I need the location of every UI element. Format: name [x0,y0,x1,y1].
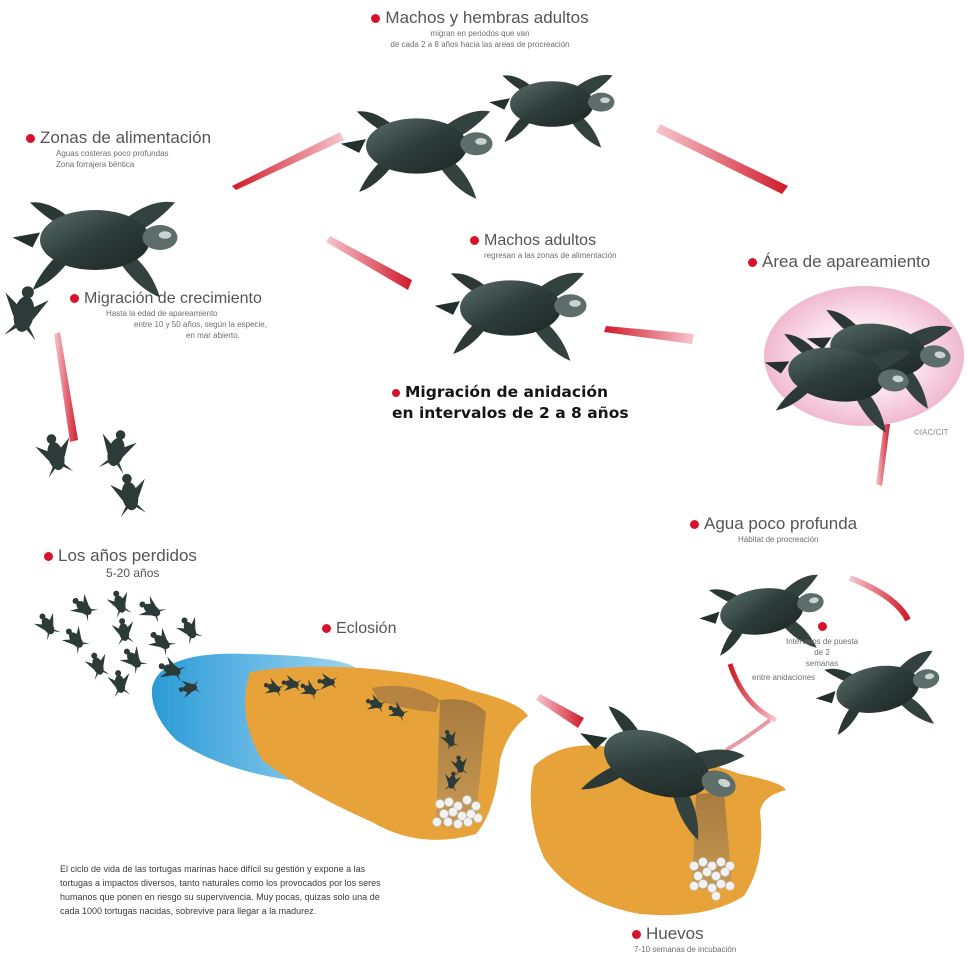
bullet-dot-icon [371,14,380,23]
feeding-desc: Aguas costeras poco profundas [26,148,246,159]
bullet-dot-icon [392,389,400,397]
laying-interval-label: Intervalos de puesta de 2 semanas [782,618,862,669]
mating-area-label: Área de apareamiento [748,252,968,272]
shallow-title: Agua poco profunda [704,514,857,533]
nesting-migration-label: Migración de anidación en intervalos de … [392,382,692,424]
growth-desc-3: en mar abierto. [70,330,330,341]
male-adults-label: Machos adultos regresan a las zonas de a… [470,232,700,261]
bullet-dot-icon [748,258,757,267]
adults-title: Machos y hembras adultos [385,8,588,27]
bullet-dot-icon [470,236,479,245]
bullet-dot-icon [70,294,79,303]
mating-title: Área de apareamiento [762,252,930,271]
laying-interval-line3: semanas [782,658,862,669]
eggs-title: Huevos [646,924,704,943]
growth-desc-2: entre 10 y 50 años, según la especie, [70,319,330,330]
growth-desc: Hasta la edad de apareamiento [70,308,330,319]
adults-desc-2: de cada 2 a 8 años hacia las areas de pr… [330,39,630,50]
image-credit: ©IAC/CIT [914,428,948,437]
description-line-1: El ciclo de vida de las tortugas marinas… [60,862,500,876]
hatching-label: Eclosión [322,620,472,638]
lost-years-label: Los años perdidos 5-20 años [44,546,264,580]
nesting-migration-line1: Migración de anidación [405,383,608,401]
shallow-water-label: Agua poco profunda Hábitat de procreació… [690,514,950,545]
bullet-dot-icon [818,622,827,631]
description-line-2: tortugas a impactos diversos, tanto natu… [60,876,500,890]
shallow-desc: Hábitat de procreación [690,534,950,545]
description-paragraph: El ciclo de vida de las tortugas marinas… [60,862,500,918]
eggs-label: Huevos 7-10 semanas de incubación [632,924,792,955]
feeding-desc-2: Zona forrajera béntica [26,159,246,170]
feeding-zones-label: Zonas de alimentación Aguas costeras poc… [26,128,246,170]
bullet-dot-icon [44,552,53,561]
nesting-migration-line2: en intervalos de 2 a 8 años [392,403,692,424]
male-adults-desc: regresan a las zonas de alimentación [470,250,700,261]
laying-interval-line4: entre anidaciones [752,672,815,683]
adults-desc: migran en periodos que van [330,28,630,39]
hatching-title: Eclosión [336,620,396,637]
bullet-dot-icon [322,624,331,633]
description-line-4: cada 1000 tortugas nacidas, sobrevive pa… [60,904,500,918]
lost-years-title: Los años perdidos [58,546,197,565]
description-line-3: humanos que ponen en riesgo su supervive… [60,890,500,904]
male-adults-title: Machos adultos [484,232,596,249]
bullet-dot-icon [632,930,641,939]
growth-title: Migración de crecimiento [84,290,262,307]
laying-interval-line2: de 2 [782,647,862,658]
laying-interval-line1: Intervalos de puesta [782,636,862,647]
feeding-title: Zonas de alimentación [40,128,211,147]
adults-migration-label: Machos y hembras adultos migran en perio… [330,8,630,50]
eggs-desc: 7-10 semanas de incubación [632,944,792,955]
lost-years-range: 5-20 años [44,566,264,580]
bullet-dot-icon [26,134,35,143]
bullet-dot-icon [690,520,699,529]
growth-migration-label: Migración de crecimiento Hasta la edad d… [70,290,330,341]
